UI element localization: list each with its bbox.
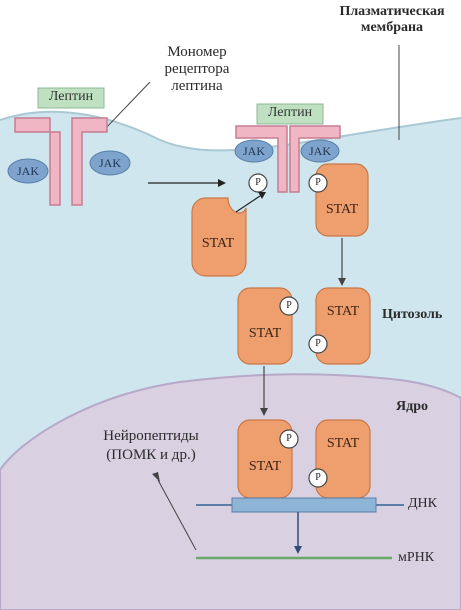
p-cyto-top <box>279 296 299 316</box>
arrow-to-nucleus-head <box>260 408 268 416</box>
jak-label-dimer-left: JAK <box>242 144 265 158</box>
jak-label-left-2: JAK <box>98 156 121 170</box>
stat-label-cyto-left: STAT <box>248 326 282 341</box>
neuropeptides-label-line2: (ПОМК и др.) <box>106 447 196 463</box>
dna-box <box>231 497 377 513</box>
p-label-cyto-top: P <box>286 300 292 311</box>
receptor-monomer-right <box>71 117 108 206</box>
p-receptor-right <box>308 173 328 193</box>
neuropeptides-label: Нейропептиды (ПОМК и др.) <box>86 427 216 465</box>
p-label-receptor-left: P <box>255 177 261 188</box>
monomer-label-line2: рецептора <box>164 61 230 77</box>
p-cyto-bottom <box>308 334 328 354</box>
nucleus-label: Ядро <box>396 399 428 414</box>
jak-label-left-1: JAK <box>16 164 39 178</box>
neuropeptides-label-line1: Нейропептиды <box>103 428 199 444</box>
p-nuc-top <box>279 429 299 449</box>
leptin-box-free <box>37 87 105 109</box>
jak-left-2 <box>89 150 131 176</box>
arrow-stat-recruit-head <box>258 192 266 199</box>
stat-label-nuc-right: STAT <box>326 436 360 451</box>
dna-label: ДНК <box>408 496 437 511</box>
stat-dimer-nuc-right <box>315 419 371 499</box>
stat-bound-receptor <box>315 163 369 237</box>
arrow-translation-head <box>152 472 160 482</box>
mrna-label: мРНК <box>398 550 435 565</box>
stat-label-cyto-right: STAT <box>326 304 360 319</box>
p-label-receptor-right: P <box>315 177 321 188</box>
monomer-label: Мономер рецептора лептина <box>142 44 252 95</box>
arrow-dimerization-head <box>218 179 226 187</box>
jak-dimer-right <box>300 139 340 163</box>
p-label-nuc-bottom: P <box>315 472 321 483</box>
receptor-dimer-right <box>289 125 341 193</box>
arrow-to-dimer-head <box>338 278 346 286</box>
receptor-dimer-left <box>235 125 288 193</box>
plasma-membrane-line <box>0 110 461 152</box>
leptin-box-bound <box>256 103 324 125</box>
arrow-translation <box>157 479 197 551</box>
jak-left-1 <box>7 158 49 184</box>
arrow-transcription-head <box>294 546 302 554</box>
p-label-nuc-top: P <box>286 433 292 444</box>
stat-free <box>191 197 247 277</box>
p-nuc-bottom <box>308 468 328 488</box>
monomer-label-line3: лептина <box>171 78 223 94</box>
monomer-pointer-line <box>103 81 151 131</box>
jak-dimer-left <box>234 139 274 163</box>
leptin-label-free: Лептин <box>48 89 94 104</box>
leptin-label-bound: Лептин <box>267 105 313 120</box>
membrane-title-line1: Плазматическая <box>339 4 445 19</box>
arrow-stat-recruit <box>235 195 261 213</box>
cytosol-label: Цитозоль <box>382 307 443 322</box>
stat-label-receptor: STAT <box>325 202 359 217</box>
stat-label-free: STAT <box>201 236 235 251</box>
stat-dimer-cyto-right <box>315 287 371 365</box>
membrane-title-line2: мембрана <box>360 20 424 35</box>
stat-dimer-cyto-left <box>237 287 293 365</box>
monomer-label-line1: Мономер <box>167 44 227 60</box>
receptor-monomer-left <box>14 117 61 206</box>
membrane-title: Плазматическая мембрана <box>325 4 459 36</box>
jak-label-dimer-right: JAK <box>308 144 331 158</box>
p-label-cyto-bottom: P <box>315 338 321 349</box>
stat-label-nuc-left: STAT <box>248 459 282 474</box>
